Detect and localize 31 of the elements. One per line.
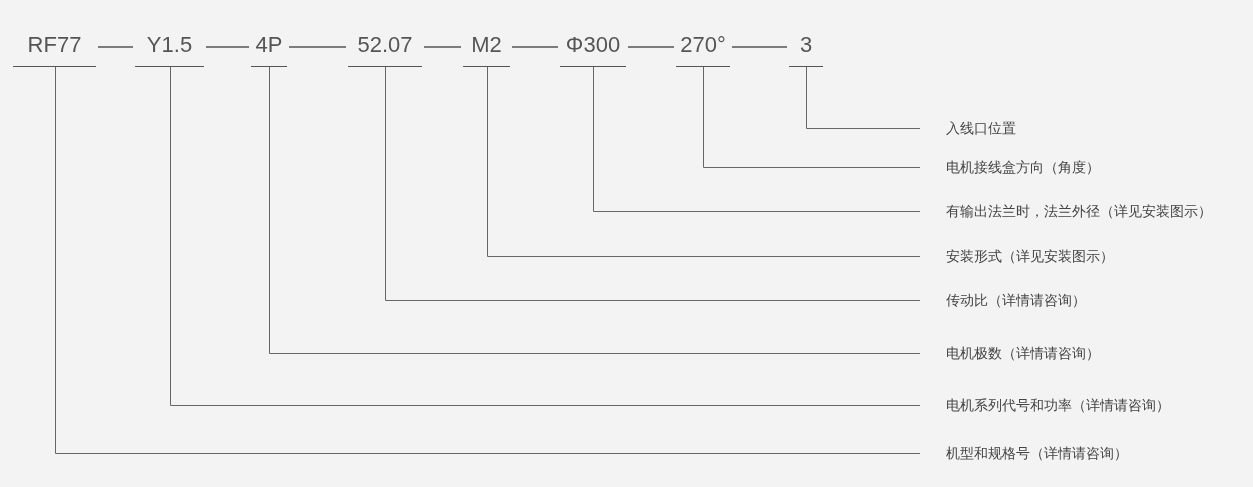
description-label: 电机接线盒方向（角度） — [920, 155, 1100, 179]
dash-connector — [423, 46, 462, 48]
description-label: 机型和规格号（详情请咨询） — [920, 441, 1128, 465]
code-segment: M2 — [463, 30, 510, 67]
description-label: 电机极数（详情请咨询） — [920, 341, 1100, 365]
code-segment: 52.07 — [348, 30, 422, 67]
code-segment: Φ300 — [560, 30, 626, 67]
leader-line — [170, 66, 921, 406]
dash-connector — [627, 46, 675, 48]
leader-line — [806, 66, 921, 129]
leader-line — [269, 66, 921, 354]
dash-connector — [97, 46, 134, 48]
code-segment: 4P — [251, 30, 287, 67]
description-label: 入线口位置 — [920, 116, 1016, 140]
description-label: 电机系列代号和功率（详情请咨询） — [920, 393, 1170, 417]
dash-connector — [288, 46, 347, 48]
leader-line — [55, 66, 921, 454]
code-segment: Y1.5 — [135, 30, 204, 67]
dash-connector — [511, 46, 559, 48]
leader-line — [703, 66, 921, 168]
description-label: 传动比（详情请咨询） — [920, 288, 1086, 312]
leader-line — [593, 66, 921, 212]
dash-connector — [205, 46, 250, 48]
leader-line — [385, 66, 921, 301]
code-segment: 3 — [789, 30, 823, 67]
code-segment: 270° — [676, 30, 730, 67]
dash-connector — [731, 46, 788, 48]
description-label: 安装形式（详见安装图示） — [920, 244, 1114, 268]
leader-line — [487, 66, 921, 257]
code-segment: RF77 — [13, 30, 96, 67]
description-label: 有输出法兰时，法兰外径（详见安装图示） — [920, 199, 1212, 223]
